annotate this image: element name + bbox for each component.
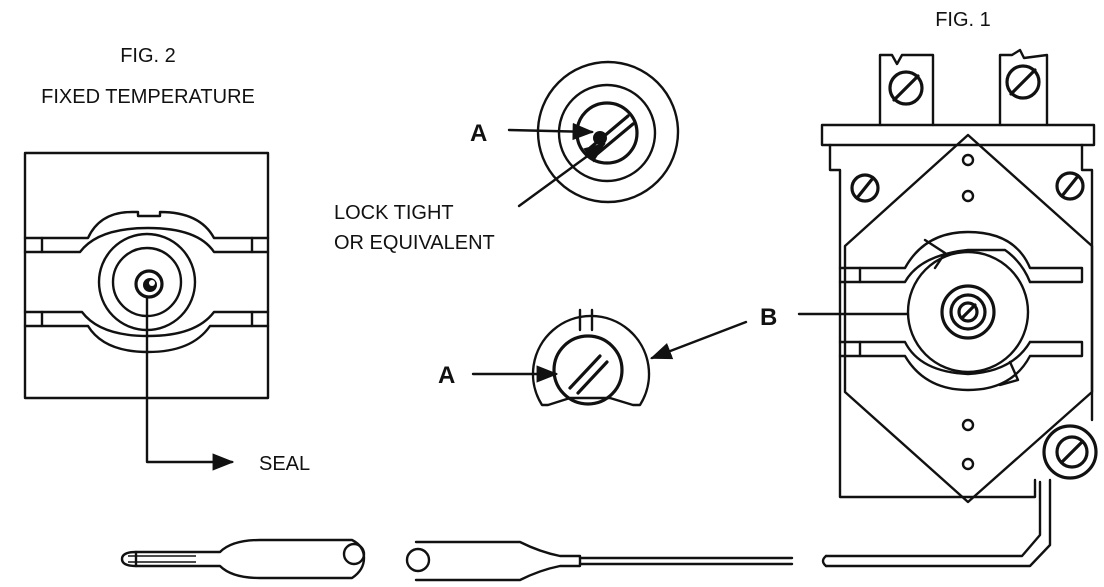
fig2-subtitle: FIXED TEMPERATURE [41,86,255,108]
knob-body [531,314,651,407]
fig2-seal-leader [145,296,235,471]
fig1-terminal-right [998,48,1049,127]
capillary-rise-inner [824,478,1052,568]
fig1-rotor-vane-top [923,238,947,270]
fig1-upper-profile [858,230,1084,284]
capillary-tube [120,478,1052,582]
fig2-seal-nut [134,269,164,299]
fig1-body-outline [828,143,1037,499]
fig1-diamond-plate [843,133,1094,504]
fig2-group: FIG. 2 FIXED TEMPERATURE SEAL [23,45,310,475]
fig1-shaft [949,293,987,331]
fig1-hole-1 [961,153,975,167]
bulb-break-right [405,547,431,573]
fig1-group: FIG. 1 [820,9,1098,504]
fig2-upper-inner-profile [40,226,254,254]
knob-detail-bottom: A B [438,304,945,407]
fig1-title: FIG. 1 [935,9,991,31]
shaft-detail-top: A LOCK TIGHT OR EQUIVALENT [334,60,680,254]
fig1-left-tab-upper [838,266,862,284]
fig2-left-tab-upper [23,236,44,254]
capillary-mount-screw [1055,435,1089,469]
fig1-top-plate [820,123,1096,147]
fig2-right-tab-lower [250,310,270,328]
locktight-leader [517,142,606,208]
knob-slot-1 [568,354,602,390]
callout-a-bottom-label: A [438,362,455,389]
capillary-rise-outer [824,480,1042,558]
locktight-line1: LOCK TIGHT [334,202,454,224]
fig2-left-tab-lower [23,310,44,328]
fig2-upper-profile [40,210,254,240]
shaft-middle-circle [557,83,657,183]
terminal-screw-left [888,70,924,106]
bulb-body [134,538,366,580]
fig1-rotor-vane-bottom [998,360,1020,387]
callout-a-top-leader [507,122,595,141]
knob-slot-2 [576,360,609,395]
fig1-shaft-core [957,301,979,323]
callout-b-label: B [760,304,777,331]
locktight-line2: OR EQUIVALENT [334,232,495,254]
fig1-shaft-collar [940,284,996,340]
fig1-hole-2 [961,189,975,203]
fig2-title: FIG. 2 [120,45,176,67]
fig1-hole-3 [961,418,975,432]
mount-screw-left [850,173,880,203]
fig1-lower-profile [858,340,1084,392]
fig1-left-tab-lower [838,340,862,358]
bulb-break-left [342,542,366,566]
callout-a-top-label: A [470,120,487,147]
terminal-screw-right [1005,64,1041,100]
capillary-mount-outer [1042,424,1098,480]
fig1-terminal-left [878,53,935,127]
knob-to-b-leader [649,320,748,360]
shaft-outer-circle [536,60,680,204]
bulb-section-right [414,540,582,582]
fig2-seal-label: SEAL [259,453,310,475]
mount-screw-right [1055,171,1085,201]
fig1-hole-4 [961,457,975,471]
locktight-dab [593,131,607,145]
fig2-right-tab-upper [250,236,270,254]
